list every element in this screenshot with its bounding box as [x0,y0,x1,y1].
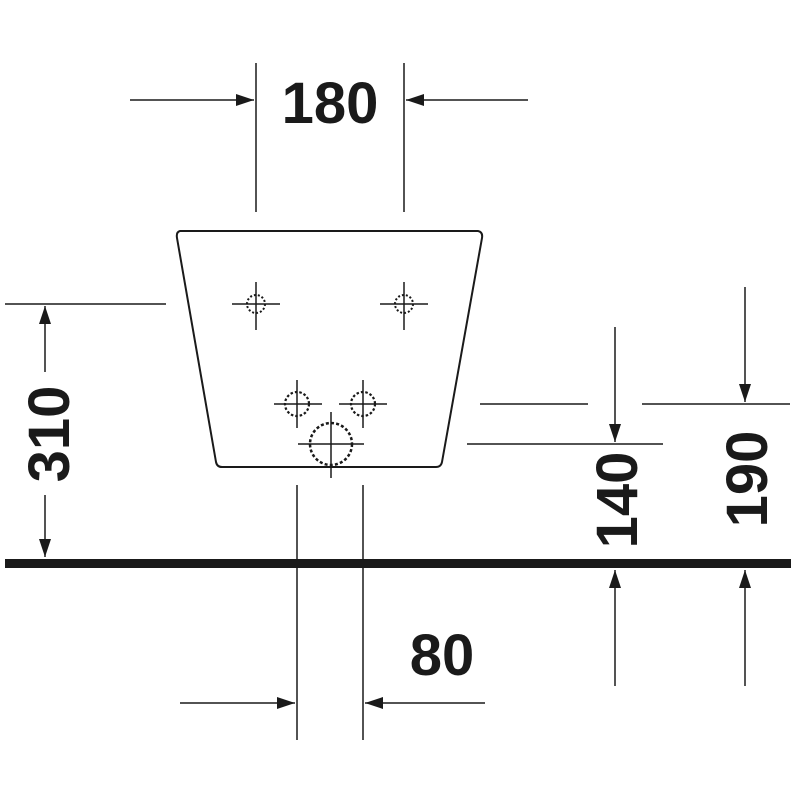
supply-hole-left [274,380,322,428]
dimension-190-label: 190 [715,431,780,528]
fixture-outline [175,230,484,468]
dimension-80-label: 80 [410,623,475,688]
dimension-180: 180 [130,63,528,212]
dimension-190: 190 [642,287,790,686]
dimension-310: 310 [5,303,166,557]
mounting-hole-right [380,282,428,330]
dimension-140-label: 140 [585,452,650,549]
drain-hole [298,412,364,478]
floor-line [5,559,791,568]
dimension-140: 140 [467,327,663,686]
mounting-hole-left [232,282,280,330]
dimension-180-label: 180 [282,71,379,136]
dimension-310-label: 310 [17,386,82,483]
supply-hole-right [339,380,387,428]
dimension-80: 80 [180,485,485,740]
